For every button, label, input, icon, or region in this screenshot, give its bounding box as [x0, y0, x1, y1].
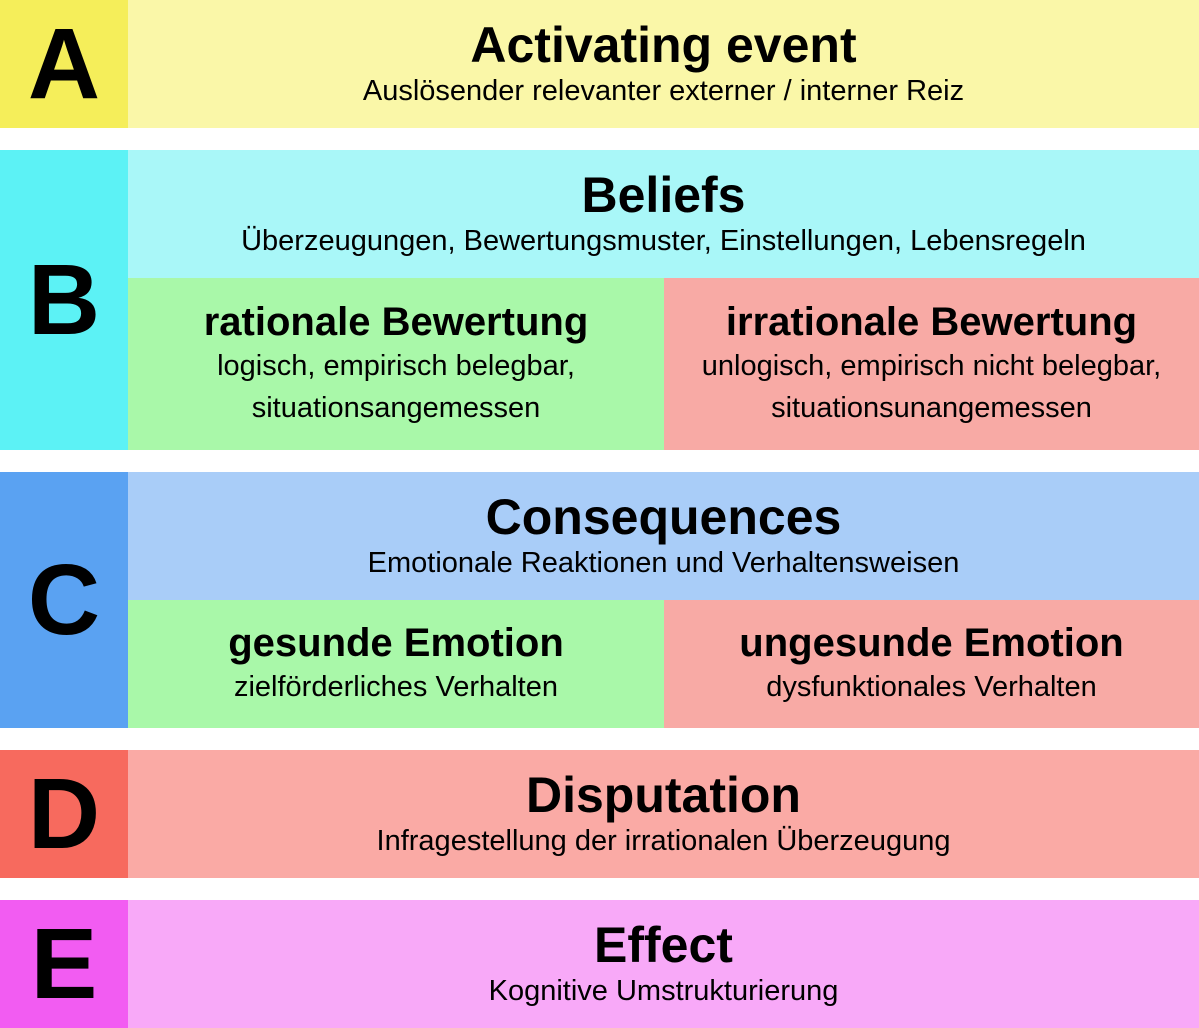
letter-e: E	[0, 900, 128, 1028]
row-activating-event: A Activating event Auslösender relevante…	[0, 0, 1199, 128]
disputation-title: Disputation	[526, 766, 801, 823]
healthy-emotion-line1: zielförderliches Verhalten	[233, 670, 558, 703]
beliefs-panel: Beliefs Überzeugungen, Bewertungsmuster,…	[128, 150, 1199, 278]
irrational-belief-line2: situationsunangemessen	[771, 392, 1092, 424]
unhealthy-emotion-box: ungesunde Emotion dysfunktionales Verhal…	[664, 600, 1199, 728]
effect-panel: Effect Kognitive Umstrukturierung	[128, 900, 1199, 1028]
rational-belief-line1: logisch, empirisch belegbar,	[217, 349, 575, 382]
irrational-belief-title: irrationale Bewertung	[725, 299, 1138, 344]
activating-event-panel: Activating event Auslösender relevanter …	[128, 0, 1199, 128]
consequences-subtitle: Emotionale Reaktionen und Verhaltensweis…	[367, 546, 960, 579]
activating-event-subtitle: Auslösender relevanter externer / intern…	[362, 74, 965, 107]
letter-a: A	[0, 0, 128, 128]
healthy-emotion-box: gesunde Emotion zielförderliches Verhalt…	[128, 600, 664, 728]
disputation-subtitle: Infragestellung der irrationalen Überzeu…	[376, 824, 951, 857]
irrational-belief-box: irrationale Bewertung unlogisch, empiris…	[664, 278, 1199, 450]
row-beliefs: B Beliefs Überzeugungen, Bewertungsmuste…	[0, 150, 1199, 450]
consequences-panel: Consequences Emotionale Reaktionen und V…	[128, 472, 1199, 600]
row-effect: E Effect Kognitive Umstrukturierung	[0, 900, 1199, 1028]
consequences-title: Consequences	[485, 488, 842, 545]
activating-event-title: Activating event	[470, 16, 857, 73]
irrational-belief-line1: unlogisch, empirisch nicht belegbar,	[701, 349, 1162, 382]
row-disputation: D Disputation Infragestellung der irrati…	[0, 750, 1199, 878]
rational-belief-box: rationale Bewertung logisch, empirisch b…	[128, 278, 664, 450]
effect-title: Effect	[594, 916, 733, 973]
beliefs-title: Beliefs	[581, 166, 746, 223]
beliefs-subtitle: Überzeugungen, Bewertungsmuster, Einstel…	[241, 224, 1086, 257]
unhealthy-emotion-line1: dysfunktionales Verhalten	[766, 670, 1097, 703]
letter-b: B	[0, 150, 128, 450]
disputation-panel: Disputation Infragestellung der irration…	[128, 750, 1199, 878]
healthy-emotion-title: gesunde Emotion	[228, 620, 564, 665]
letter-d: D	[0, 750, 128, 878]
effect-subtitle: Kognitive Umstrukturierung	[488, 974, 839, 1007]
rational-belief-line2: situationsangemessen	[251, 392, 541, 424]
rational-belief-title: rationale Bewertung	[203, 299, 589, 344]
letter-c: C	[0, 472, 128, 728]
unhealthy-emotion-title: ungesunde Emotion	[739, 620, 1124, 665]
row-consequences: C Consequences Emotionale Reaktionen und…	[0, 472, 1199, 728]
